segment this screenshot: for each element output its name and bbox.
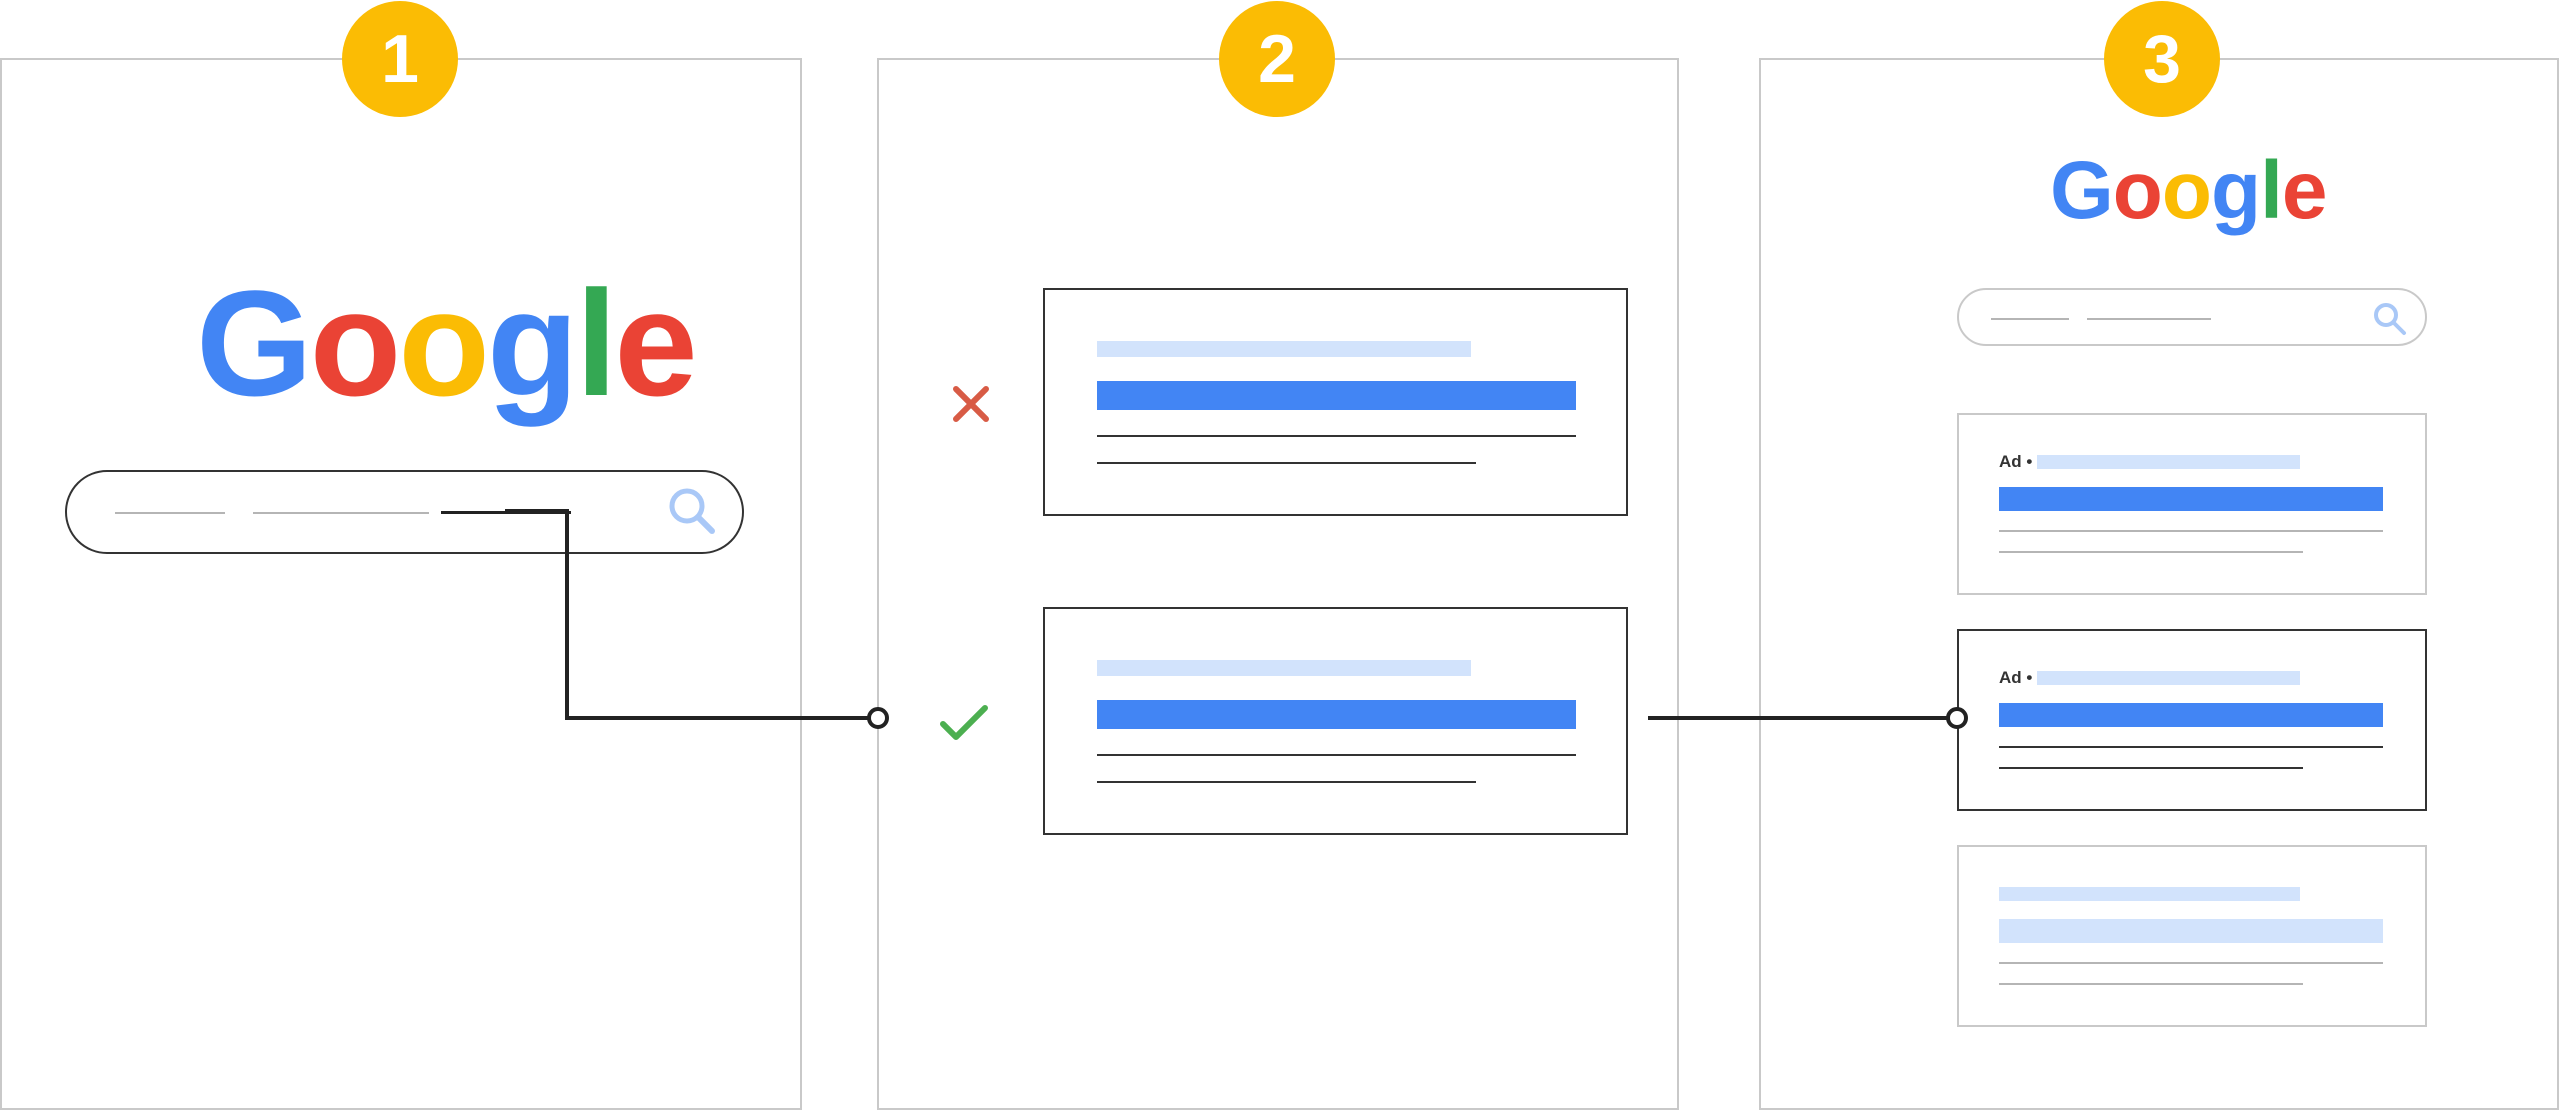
logo-letter: o [2161, 145, 2212, 236]
result-text-line [1097, 435, 1576, 437]
logo-letter: o [309, 259, 402, 427]
search-icon[interactable] [2371, 300, 2409, 338]
logo-letter: e [2281, 145, 2328, 236]
result-url-bar [1097, 341, 1471, 357]
connector-node [867, 707, 889, 729]
result-text-line [1999, 983, 2303, 985]
google-logo: Google [196, 259, 698, 427]
connector-line-search-to-review [505, 509, 868, 720]
result-title-bar [1999, 487, 2383, 511]
result-text-line [1999, 551, 2303, 553]
result-text-line [1097, 754, 1576, 756]
result-url-bar [2037, 671, 2300, 685]
result-text-line [1999, 746, 2383, 748]
cross-icon [953, 386, 989, 422]
result-url-bar [1097, 660, 1471, 676]
step-2-badge: 2 [1219, 1, 1335, 117]
query-placeholder-line [1991, 318, 2069, 320]
result-text-line [1097, 781, 1476, 783]
step-1-panel [0, 58, 802, 1110]
search-bar-small[interactable] [1957, 288, 2427, 346]
ad-label: Ad • [1999, 452, 2033, 471]
highlighted-ad-result-card: Ad • [1957, 629, 2427, 811]
check-icon [940, 705, 988, 740]
ad-result-card: Ad • [1957, 413, 2427, 595]
ad-label: Ad • [1999, 668, 2033, 687]
organic-result-card [1957, 845, 2427, 1027]
logo-letter: o [2112, 145, 2163, 236]
logo-letter: e [614, 259, 697, 427]
result-url-bar [1999, 887, 2300, 901]
logo-letter: l [2260, 145, 2283, 236]
query-placeholder-line [115, 512, 225, 514]
query-placeholder-line [2087, 318, 2211, 320]
logo-letter: G [2050, 145, 2114, 236]
query-placeholder-line [253, 512, 429, 514]
step-2-panel [877, 58, 1679, 1110]
step-3-badge: 3 [2104, 1, 2220, 117]
result-title-bar [1097, 381, 1576, 410]
result-title-bar [1097, 700, 1576, 729]
google-logo-small: Google [2050, 145, 2328, 236]
logo-letter: G [196, 259, 313, 427]
search-icon[interactable] [667, 486, 719, 538]
logo-letter: o [398, 259, 490, 427]
result-title-bar [1999, 703, 2383, 727]
logo-letter: l [575, 259, 618, 427]
step-1-badge: 1 [342, 1, 458, 117]
result-title-bar [1999, 919, 2383, 943]
result-text-line [1999, 962, 2383, 964]
result-text-line [1097, 462, 1476, 464]
result-text-line [1999, 767, 2303, 769]
rejected-result-card [1043, 288, 1628, 516]
search-bar[interactable] [65, 470, 744, 554]
result-text-line [1999, 530, 2383, 532]
logo-letter: g [2210, 145, 2261, 236]
connector-node [1946, 707, 1968, 729]
approved-result-card [1043, 607, 1628, 835]
result-url-bar [2037, 455, 2300, 469]
logo-letter: g [486, 259, 579, 427]
